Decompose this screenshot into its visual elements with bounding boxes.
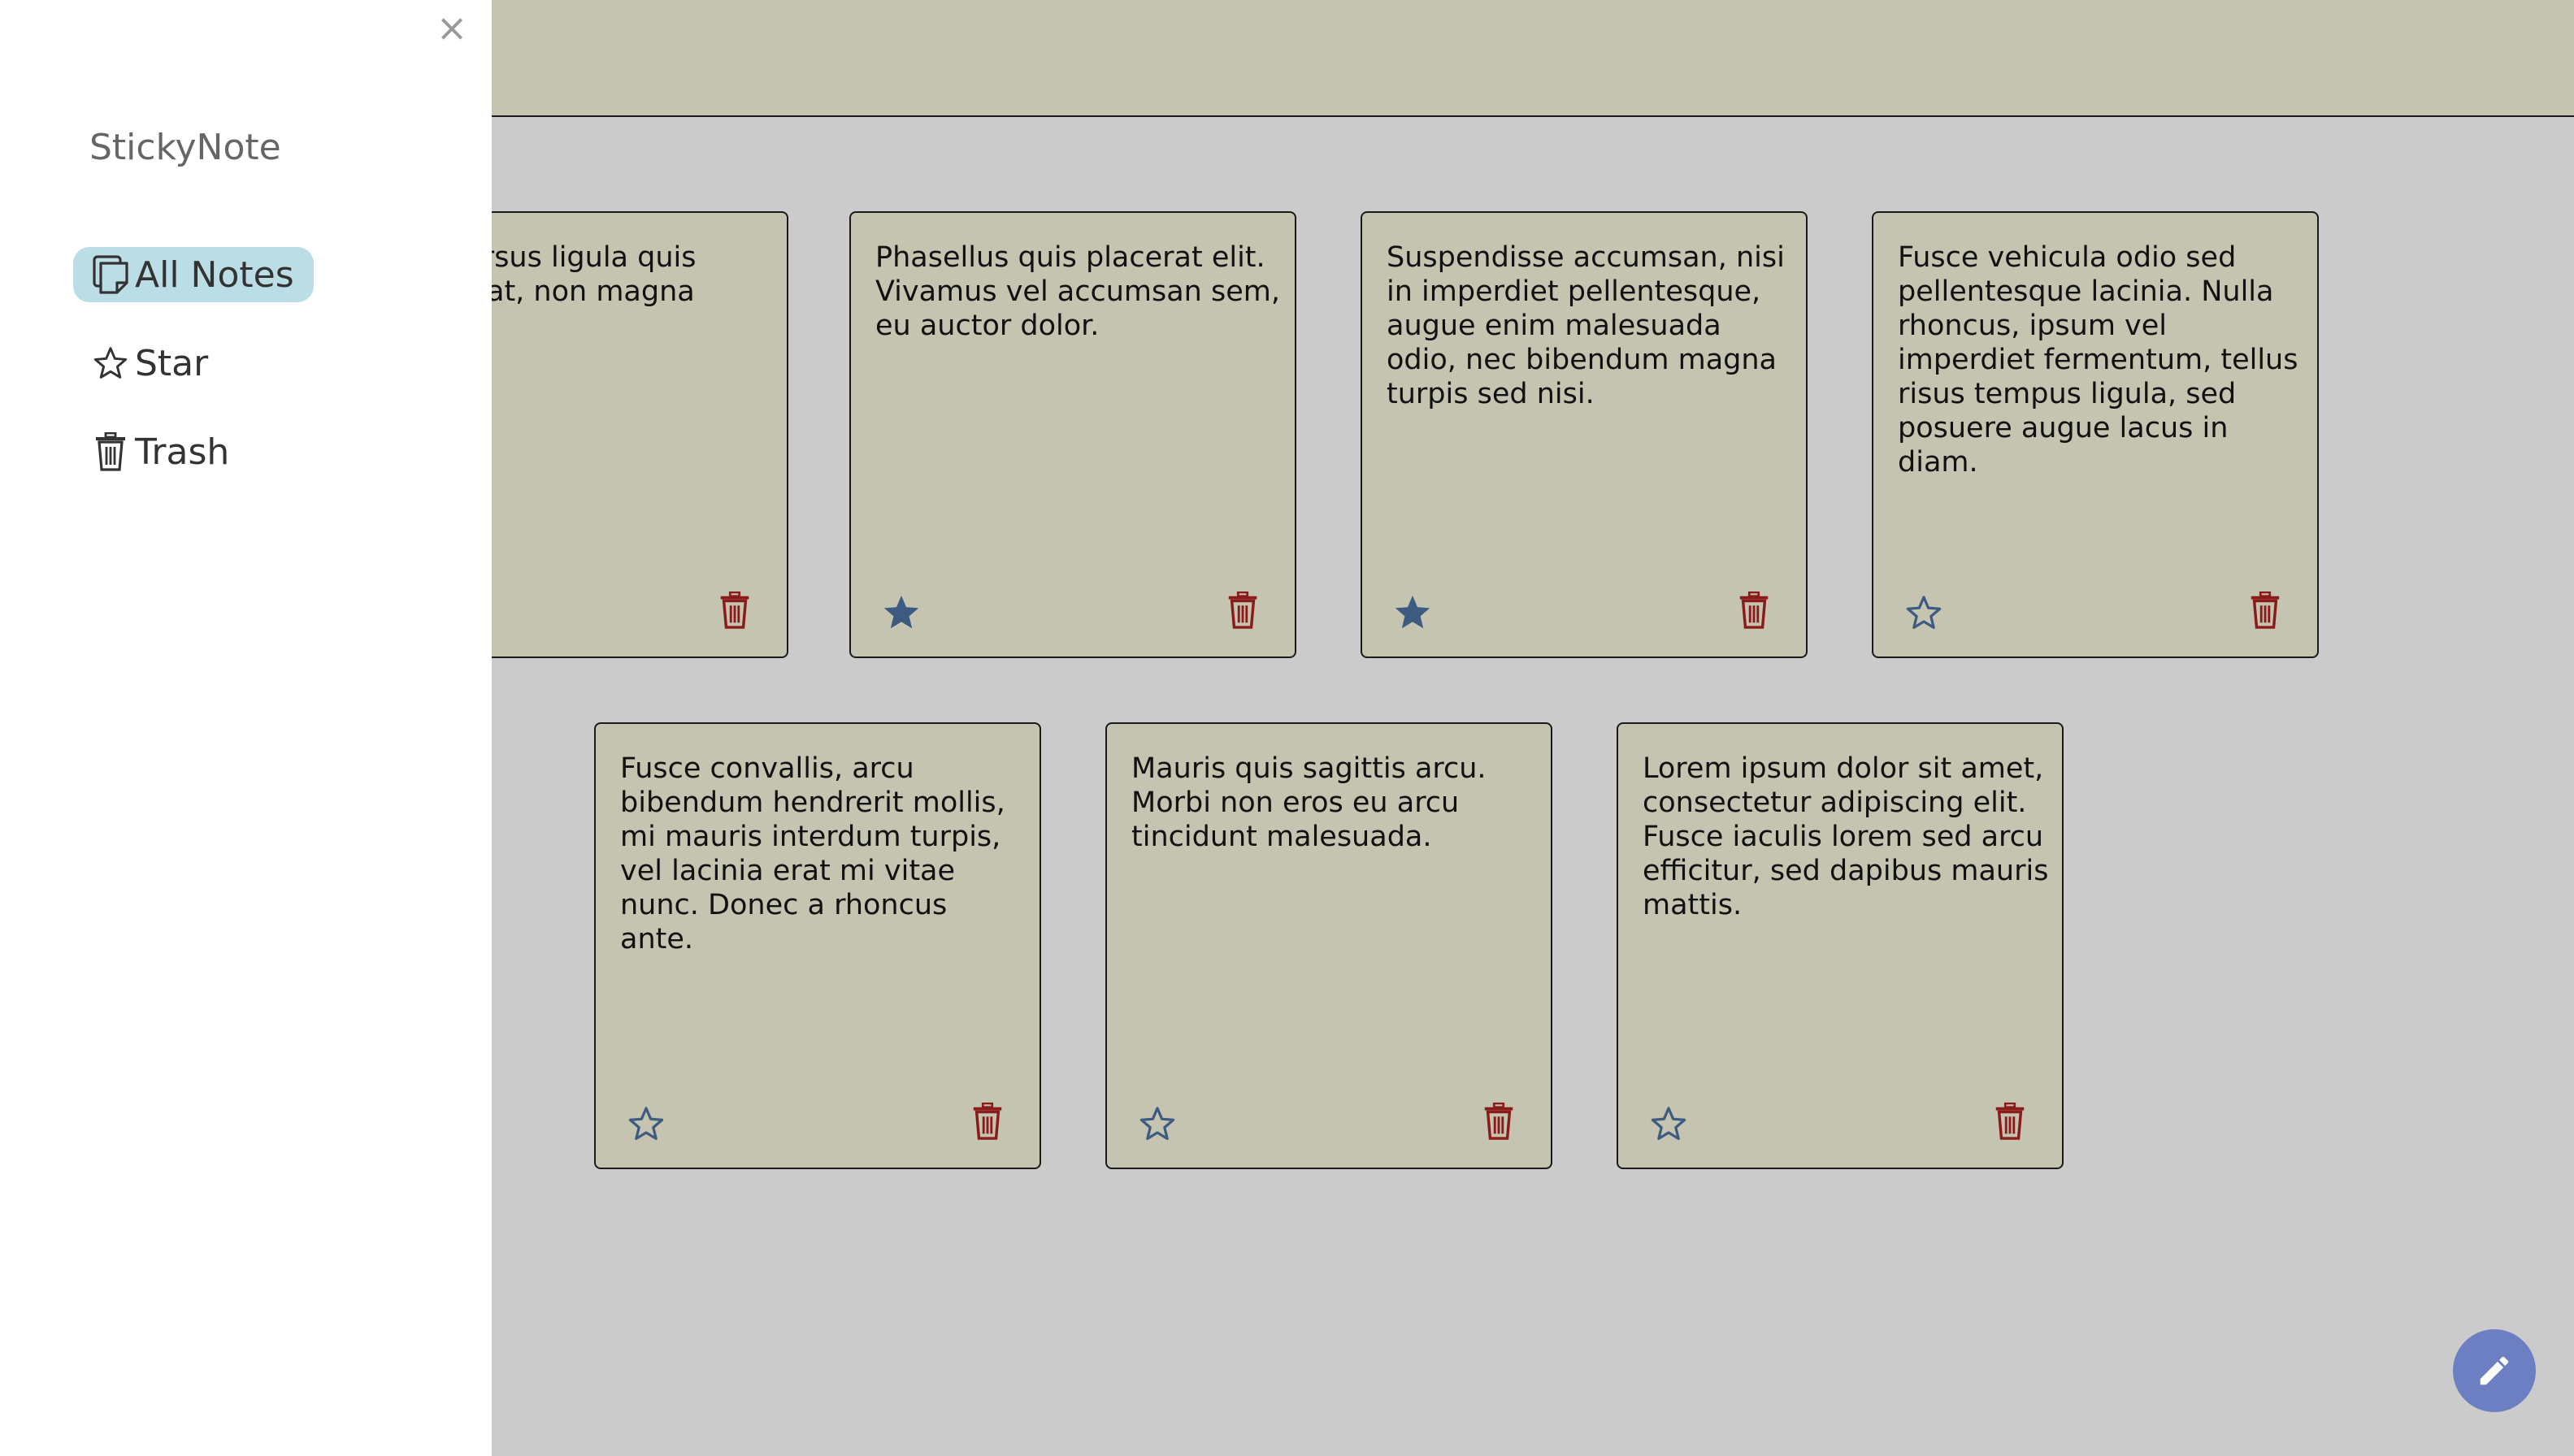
sidebar-item-label: Trash — [135, 431, 230, 473]
pencil-icon — [2480, 1356, 2509, 1385]
note-card[interactable]: Lorem ipsum dolor sit amet, consectetur … — [1617, 722, 2064, 1169]
note-card[interactable]: Mauris quis sagittis arcu. Morbi non ero… — [1105, 722, 1552, 1169]
note-text: Mauris quis sagittis arcu. Morbi non ero… — [1131, 752, 1487, 853]
trash-icon[interactable] — [718, 592, 751, 629]
trash-icon[interactable] — [1482, 1103, 1515, 1140]
sidebar-item-label: Star — [135, 342, 209, 384]
trash-icon[interactable] — [1738, 592, 1770, 629]
star-outline-icon[interactable] — [1138, 1104, 1177, 1143]
note-card[interactable]: Fusce vehicula odio sed pellentesque lac… — [1872, 211, 2319, 658]
star-outline-icon[interactable] — [1649, 1104, 1688, 1143]
sidebar-item-trash[interactable]: Trash — [73, 424, 249, 479]
star-outline-icon[interactable] — [627, 1104, 666, 1143]
note-card[interactable]: Suspendisse accumsan, nisi in imperdiet … — [1361, 211, 1808, 658]
note-text: Phasellus quis placerat elit. Vivamus ve… — [875, 241, 1280, 342]
notes-icon — [93, 255, 128, 294]
sidebar-item-label: All Notes — [135, 254, 294, 296]
star-filled-icon[interactable] — [1393, 593, 1432, 632]
note-text: Fusce convallis, arcu bibendum hendrerit… — [620, 752, 1005, 956]
close-sidebar-button[interactable]: × — [436, 6, 468, 50]
star-outline-icon — [93, 347, 128, 379]
app-title: StickyNote — [89, 127, 281, 168]
star-filled-icon[interactable] — [882, 593, 921, 632]
sidebar-item-star[interactable]: Star — [73, 336, 228, 391]
trash-icon[interactable] — [1226, 592, 1259, 629]
note-card[interactable]: Phasellus quis placerat elit. Vivamus ve… — [849, 211, 1296, 658]
sidebar-drawer: × StickyNote All Notes Star Trash — [0, 0, 492, 1456]
note-text: Lorem ipsum dolor sit amet, consectetur … — [1643, 752, 2049, 921]
sidebar-item-all-notes[interactable]: All Notes — [73, 247, 314, 302]
star-outline-icon[interactable] — [1904, 593, 1943, 632]
trash-icon — [96, 432, 125, 471]
note-text: Suspendisse accumsan, nisi in imperdiet … — [1387, 241, 1785, 410]
notes-board: Nulla cursus ligula quis consequat, non … — [0, 117, 2574, 1456]
trash-icon[interactable] — [971, 1103, 1004, 1140]
new-note-button[interactable] — [2453, 1329, 2536, 1412]
note-card[interactable]: Fusce convallis, arcu bibendum hendrerit… — [594, 722, 1041, 1169]
note-text: Fusce vehicula odio sed pellentesque lac… — [1898, 241, 2298, 479]
trash-icon[interactable] — [1994, 1103, 2026, 1140]
trash-icon[interactable] — [2249, 592, 2281, 629]
